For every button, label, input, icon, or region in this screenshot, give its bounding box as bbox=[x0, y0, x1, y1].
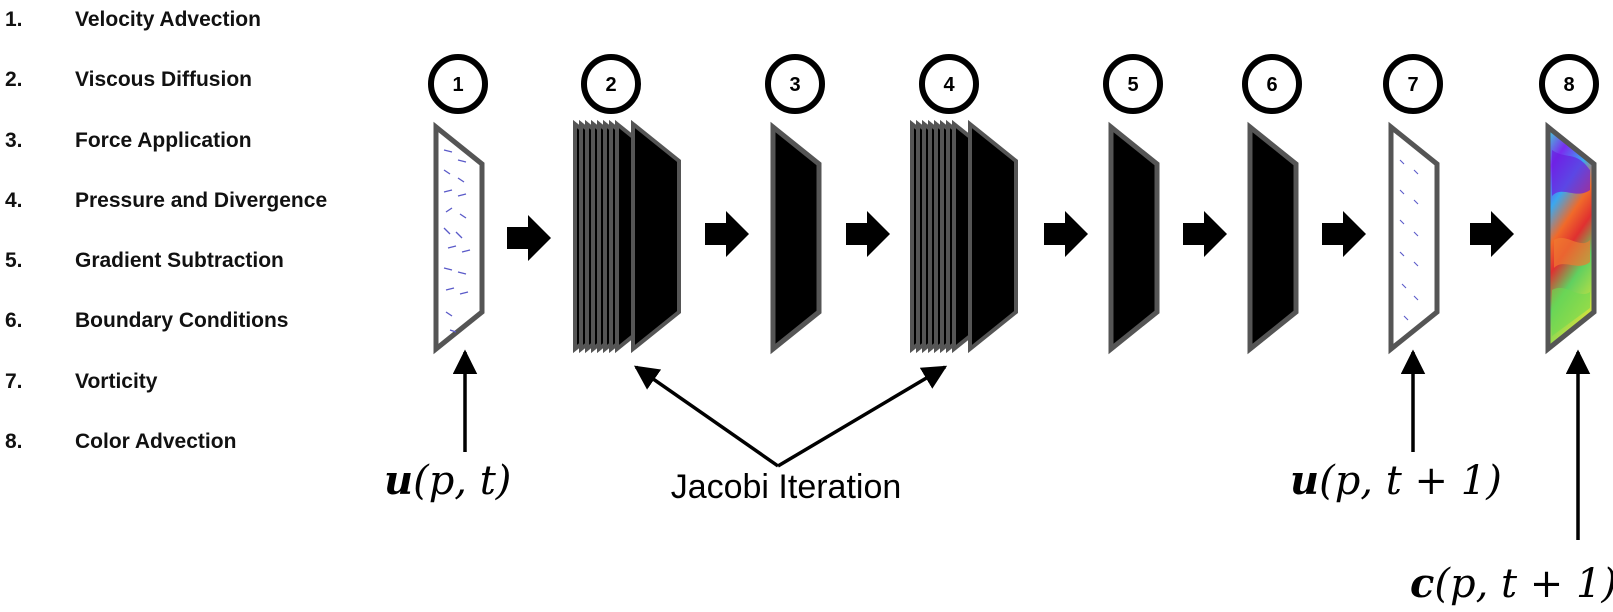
legend-number: 6. bbox=[5, 309, 23, 332]
vector-field bbox=[443, 149, 471, 333]
stage-markers: 1 2 3 4 5 6 7 8 bbox=[428, 54, 1599, 114]
stage-marker: 2 bbox=[581, 54, 641, 114]
input-velocity-label: u(p, t) bbox=[384, 457, 511, 504]
velocity-field-input-panel bbox=[433, 121, 485, 355]
legend-number: 4. bbox=[5, 189, 23, 212]
jacobi-arrow-left bbox=[633, 365, 780, 468]
stage-marker: 3 bbox=[765, 54, 825, 114]
right-arrow-icon bbox=[1044, 211, 1088, 257]
stage-number: 6 bbox=[1266, 74, 1277, 96]
legend-number: 8. bbox=[5, 430, 23, 453]
panel-force-application bbox=[770, 121, 822, 355]
jacobi-iteration-label: Jacobi Iteration bbox=[671, 468, 902, 506]
right-arrow-icon bbox=[705, 211, 749, 257]
stage-number: 2 bbox=[605, 74, 616, 96]
legend-number: 1. bbox=[5, 8, 23, 31]
stage-number: 3 bbox=[789, 74, 800, 96]
output-velocity-label: u(p, t + 1) bbox=[1290, 457, 1502, 504]
right-arrow-icon bbox=[507, 215, 551, 261]
stage-number: 5 bbox=[1127, 74, 1138, 96]
vector-field bbox=[1399, 159, 1419, 321]
color-field-panel bbox=[1545, 121, 1597, 355]
stage-number: 7 bbox=[1407, 74, 1418, 96]
legend-label: Gradient Subtraction bbox=[75, 249, 284, 272]
legend-number: 7. bbox=[5, 370, 23, 393]
stacked-panels-pressure-divergence bbox=[910, 119, 1018, 354]
stage-marker: 7 bbox=[1383, 54, 1443, 114]
legend-label: Viscous Diffusion bbox=[75, 68, 252, 91]
legend-label: Boundary Conditions bbox=[75, 309, 289, 332]
legend-label: Velocity Advection bbox=[75, 8, 261, 31]
legend-number: 5. bbox=[5, 249, 23, 272]
legend-number: 3. bbox=[5, 129, 23, 152]
right-arrow-icon bbox=[1183, 211, 1227, 257]
output-color-label: c(p, t + 1) bbox=[1410, 560, 1613, 607]
panel-boundary-conditions bbox=[1247, 121, 1299, 355]
stage-marker: 8 bbox=[1539, 54, 1599, 114]
velocity-field-output-panel bbox=[1388, 121, 1440, 355]
stage-marker: 1 bbox=[428, 54, 488, 114]
stacked-panels-viscous-diffusion bbox=[573, 119, 681, 354]
stage-number: 8 bbox=[1563, 74, 1574, 96]
legend-number: 2. bbox=[5, 68, 23, 91]
legend-label: Vorticity bbox=[75, 370, 158, 393]
right-arrow-icon bbox=[1470, 211, 1514, 257]
legend-label: Force Application bbox=[75, 129, 252, 152]
stage-number: 1 bbox=[452, 74, 463, 96]
jacobi-arrow-right bbox=[777, 365, 948, 468]
stage-marker: 4 bbox=[919, 54, 979, 114]
stage-marker: 5 bbox=[1103, 54, 1163, 114]
transition-arrows bbox=[507, 211, 1514, 261]
panel-gradient-subtraction bbox=[1108, 121, 1160, 355]
legend-label: Pressure and Divergence bbox=[75, 189, 328, 212]
legend-label: Color Advection bbox=[75, 430, 237, 453]
stage-marker: 6 bbox=[1242, 54, 1302, 114]
stage-number: 4 bbox=[943, 74, 955, 96]
right-arrow-icon bbox=[846, 211, 890, 257]
right-arrow-icon bbox=[1322, 211, 1366, 257]
